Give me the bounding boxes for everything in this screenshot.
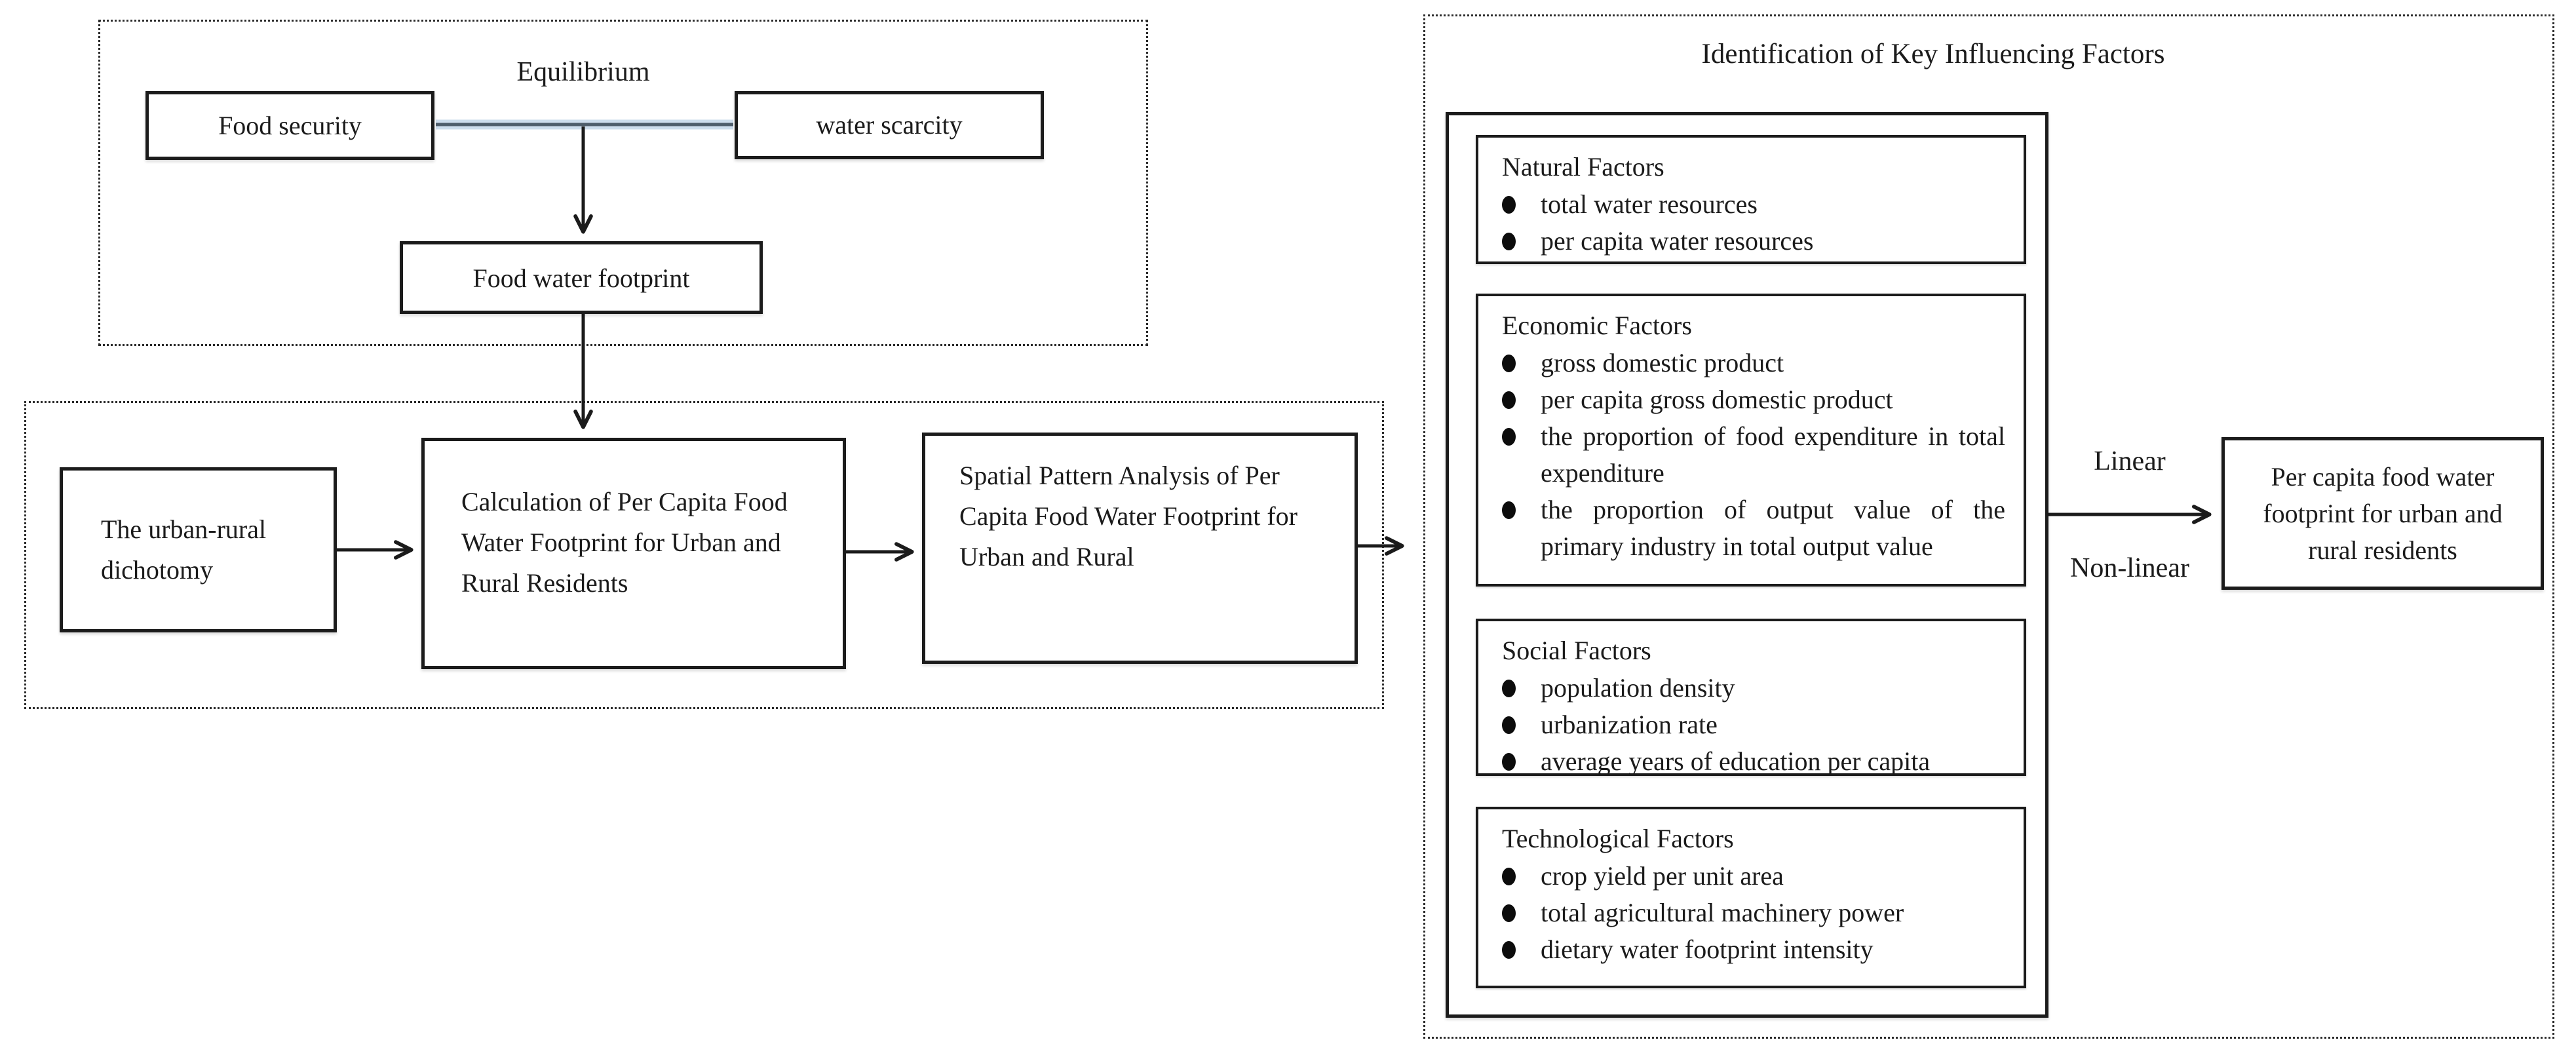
bullet-icon (1502, 355, 1516, 372)
nonlinear-label: Non-linear (2070, 553, 2189, 583)
list-item: dietary water footprint intensity (1502, 931, 2005, 968)
factor-item-label: gross domestic product (1541, 348, 1784, 377)
food-security-box: Food security (145, 91, 434, 160)
spatial-pattern-box: Spatial Pattern Analysis of Per Capita F… (922, 433, 1358, 664)
process-group-frame (24, 401, 1384, 709)
list-item: the proportion of output value of the pr… (1502, 492, 2005, 565)
list-item: gross domestic product (1502, 345, 2005, 381)
list-item: per capita gross domestic product (1502, 381, 2005, 418)
food-security-label: Food security (218, 110, 362, 140)
urban-rural-dichotomy-box: The urban-rural dichotomy (60, 467, 337, 632)
bullet-icon (1502, 428, 1516, 446)
technological-factors-heading: Technological Factors (1502, 824, 1734, 853)
bullet-icon (1502, 680, 1516, 697)
factor-item-label: per capita gross domestic product (1541, 385, 1893, 414)
bullet-icon (1502, 196, 1516, 214)
food-water-footprint-label: Food water footprint (472, 263, 690, 293)
natural-factors-heading: Natural Factors (1502, 152, 1664, 182)
factor-item-label: urbanization rate (1541, 710, 1718, 739)
bullet-icon (1502, 233, 1516, 250)
factor-item-label: total agricultural machinery power (1541, 898, 1904, 927)
factor-item-label: crop yield per unit area (1541, 861, 1784, 891)
bullet-icon (1502, 941, 1516, 959)
list-item: total water resources (1502, 186, 2005, 223)
spatial-pattern-label: Spatial Pattern Analysis of Per Capita F… (959, 461, 1298, 571)
list-item: crop yield per unit area (1502, 858, 2005, 895)
equilibrium-group-frame (98, 20, 1148, 346)
economic-factors-heading: Economic Factors (1502, 311, 1692, 340)
factor-item-label: total water resources (1541, 189, 1758, 219)
factor-item-label: per capita water resources (1541, 226, 1814, 256)
factors-group-frame (1423, 14, 2554, 1039)
factor-item-label: population density (1541, 673, 1735, 703)
food-water-footprint-box: Food water footprint (400, 241, 763, 314)
water-scarcity-label: water scarcity (816, 110, 963, 140)
bullet-icon (1502, 868, 1516, 885)
factor-item-label: the proportion of output value of the pr… (1541, 495, 2005, 561)
list-item: per capita water resources (1502, 223, 2005, 260)
urban-rural-dichotomy-label: The urban-rural dichotomy (101, 514, 267, 585)
factor-item-label: the proportion of food expenditure in to… (1541, 421, 2005, 488)
list-item: the proportion of food expenditure in to… (1502, 418, 2005, 492)
bullet-icon (1502, 753, 1516, 771)
equilibrium-label: Equilibrium (516, 57, 650, 87)
economic-factors-box: Economic Factors gross domestic product … (1476, 294, 2026, 587)
bullet-icon (1502, 391, 1516, 409)
list-item: total agricultural machinery power (1502, 895, 2005, 931)
bullet-icon (1502, 904, 1516, 922)
factors-section-title: Identification of Key Influencing Factor… (1701, 39, 2165, 69)
factor-item-label: average years of education per capita (1541, 746, 1931, 776)
bullet-icon (1502, 716, 1516, 734)
natural-factors-box: Natural Factors total water resources pe… (1476, 135, 2026, 264)
outcome-box: Per capita food water footprint for urba… (2221, 437, 2544, 590)
calculation-label: Calculation of Per Capita Food Water Foo… (461, 487, 788, 598)
list-item: population density (1502, 670, 2005, 706)
linear-label: Linear (2094, 446, 2166, 476)
water-scarcity-box: water scarcity (735, 91, 1044, 159)
bullet-icon (1502, 501, 1516, 519)
technological-factors-box: Technological Factors crop yield per uni… (1476, 807, 2026, 988)
factor-item-label: dietary water footprint intensity (1541, 935, 1874, 964)
list-item: average years of education per capita (1502, 743, 2005, 780)
list-item: urbanization rate (1502, 706, 2005, 743)
social-factors-heading: Social Factors (1502, 636, 1651, 665)
calculation-box: Calculation of Per Capita Food Water Foo… (421, 438, 846, 669)
outcome-label: Per capita food water footprint for urba… (2263, 462, 2503, 565)
social-factors-box: Social Factors population density urbani… (1476, 619, 2026, 776)
